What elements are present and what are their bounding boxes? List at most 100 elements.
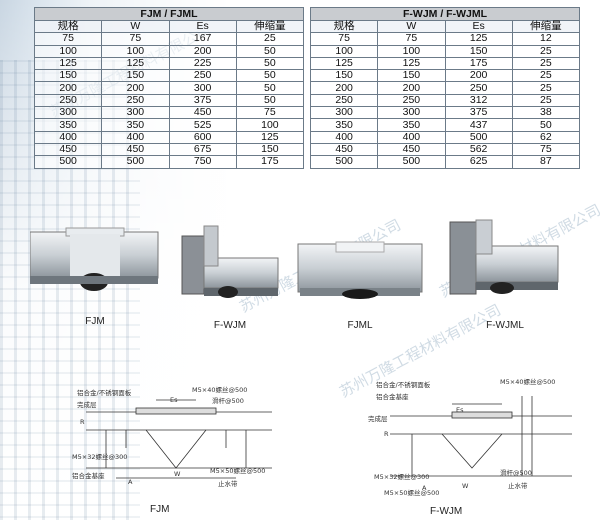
table-cell: 125 bbox=[235, 130, 305, 144]
table-cell: 75 bbox=[101, 32, 170, 46]
diagram-annotation: M5×40螺丝@500 bbox=[500, 378, 556, 386]
table-cell: 600 bbox=[168, 130, 237, 144]
fjml-product-image bbox=[297, 241, 423, 299]
table-cell: 437 bbox=[444, 118, 513, 132]
table-cell: 250 bbox=[168, 69, 237, 83]
diagram-annotation: 止水带 bbox=[508, 482, 528, 490]
diagram-annotation: M5×50螺丝@500 bbox=[210, 467, 266, 475]
fwjm-section-diagram bbox=[390, 396, 572, 477]
table-cell: 25 bbox=[235, 32, 305, 46]
diagram-annotation: 滑杆@500 bbox=[212, 397, 244, 405]
column-header: 伸缩量 bbox=[511, 19, 581, 34]
table-cell: 75 bbox=[377, 32, 446, 46]
table-cell: 200 bbox=[309, 81, 379, 95]
table-cell: 100 bbox=[33, 44, 103, 58]
table-cell: 25 bbox=[511, 69, 581, 83]
table-cell: 400 bbox=[33, 130, 103, 144]
table-cell: 450 bbox=[309, 142, 379, 157]
column-header: Es bbox=[444, 19, 513, 34]
column-header: W bbox=[101, 19, 170, 34]
table-cell: 125 bbox=[309, 56, 379, 71]
table-title: FJM / FJML bbox=[34, 7, 304, 21]
table-cell: 75 bbox=[33, 32, 103, 46]
table-cell: 175 bbox=[235, 155, 305, 169]
diagram-annotation: 滑杆@500 bbox=[500, 469, 532, 477]
table-cell: 125 bbox=[33, 56, 103, 71]
diagram-annotation: 止水带 bbox=[218, 480, 238, 488]
table-cell: 300 bbox=[168, 81, 237, 95]
table-cell: 200 bbox=[444, 69, 513, 83]
table-cell: 350 bbox=[101, 118, 170, 132]
table-cell: 150 bbox=[33, 69, 103, 83]
table-cell: 25 bbox=[511, 44, 581, 58]
diagram-annotation: 铝合金基座 bbox=[72, 472, 105, 480]
column-header: 规格 bbox=[33, 19, 103, 34]
table-cell: 150 bbox=[444, 44, 513, 58]
table-cell: 200 bbox=[168, 44, 237, 58]
diagram-annotation: 铝合金/不锈钢面板 bbox=[77, 389, 132, 397]
table-cell: 450 bbox=[101, 142, 170, 157]
table-cell: 25 bbox=[511, 81, 581, 95]
table-cell: 250 bbox=[444, 81, 513, 95]
dimension-label: A bbox=[422, 484, 427, 492]
table-cell: 38 bbox=[511, 106, 581, 120]
table-cell: 350 bbox=[377, 118, 446, 132]
fwjm-product-image bbox=[181, 225, 279, 298]
dimension-label: W bbox=[462, 482, 469, 490]
column-header: 伸缩量 bbox=[235, 19, 305, 34]
table-cell: 400 bbox=[309, 130, 379, 144]
dimension-label: A bbox=[128, 478, 133, 486]
table-cell: 350 bbox=[309, 118, 379, 132]
dimension-label: Es bbox=[170, 396, 178, 404]
table-cell: 12 bbox=[511, 32, 581, 46]
table-cell: 225 bbox=[168, 56, 237, 71]
table-cell: 675 bbox=[168, 142, 237, 157]
diagram-annotation: 铝合金/不锈钢面板 bbox=[376, 381, 431, 389]
table-cell: 25 bbox=[511, 56, 581, 71]
diagram-annotation: M5×50螺丝@500 bbox=[384, 489, 440, 497]
column-header: W bbox=[377, 19, 446, 34]
diagram-annotation: M5×32螺丝@300 bbox=[374, 473, 430, 481]
fwjml-product-image bbox=[449, 219, 559, 295]
table-cell: 50 bbox=[235, 81, 305, 95]
table-cell: 312 bbox=[444, 93, 513, 108]
diagram-caption: FJM bbox=[150, 504, 170, 515]
diagram-annotation: 铝合金基座 bbox=[376, 393, 409, 401]
table-cell: 500 bbox=[444, 130, 513, 144]
table-cell: 150 bbox=[377, 69, 446, 83]
table-cell: 150 bbox=[101, 69, 170, 83]
table-cell: 525 bbox=[168, 118, 237, 132]
table-cell: 375 bbox=[168, 93, 237, 108]
table-cell: 100 bbox=[101, 44, 170, 58]
table-cell: 150 bbox=[235, 142, 305, 157]
table-cell: 75 bbox=[235, 106, 305, 120]
diagram-annotation: 完成层 bbox=[77, 401, 97, 409]
column-header: Es bbox=[168, 19, 237, 34]
table-cell: 200 bbox=[377, 81, 446, 95]
table-cell: 500 bbox=[309, 155, 379, 169]
fjm-product-image bbox=[30, 227, 159, 291]
table-cell: 50 bbox=[235, 56, 305, 71]
table-cell: 125 bbox=[444, 32, 513, 46]
